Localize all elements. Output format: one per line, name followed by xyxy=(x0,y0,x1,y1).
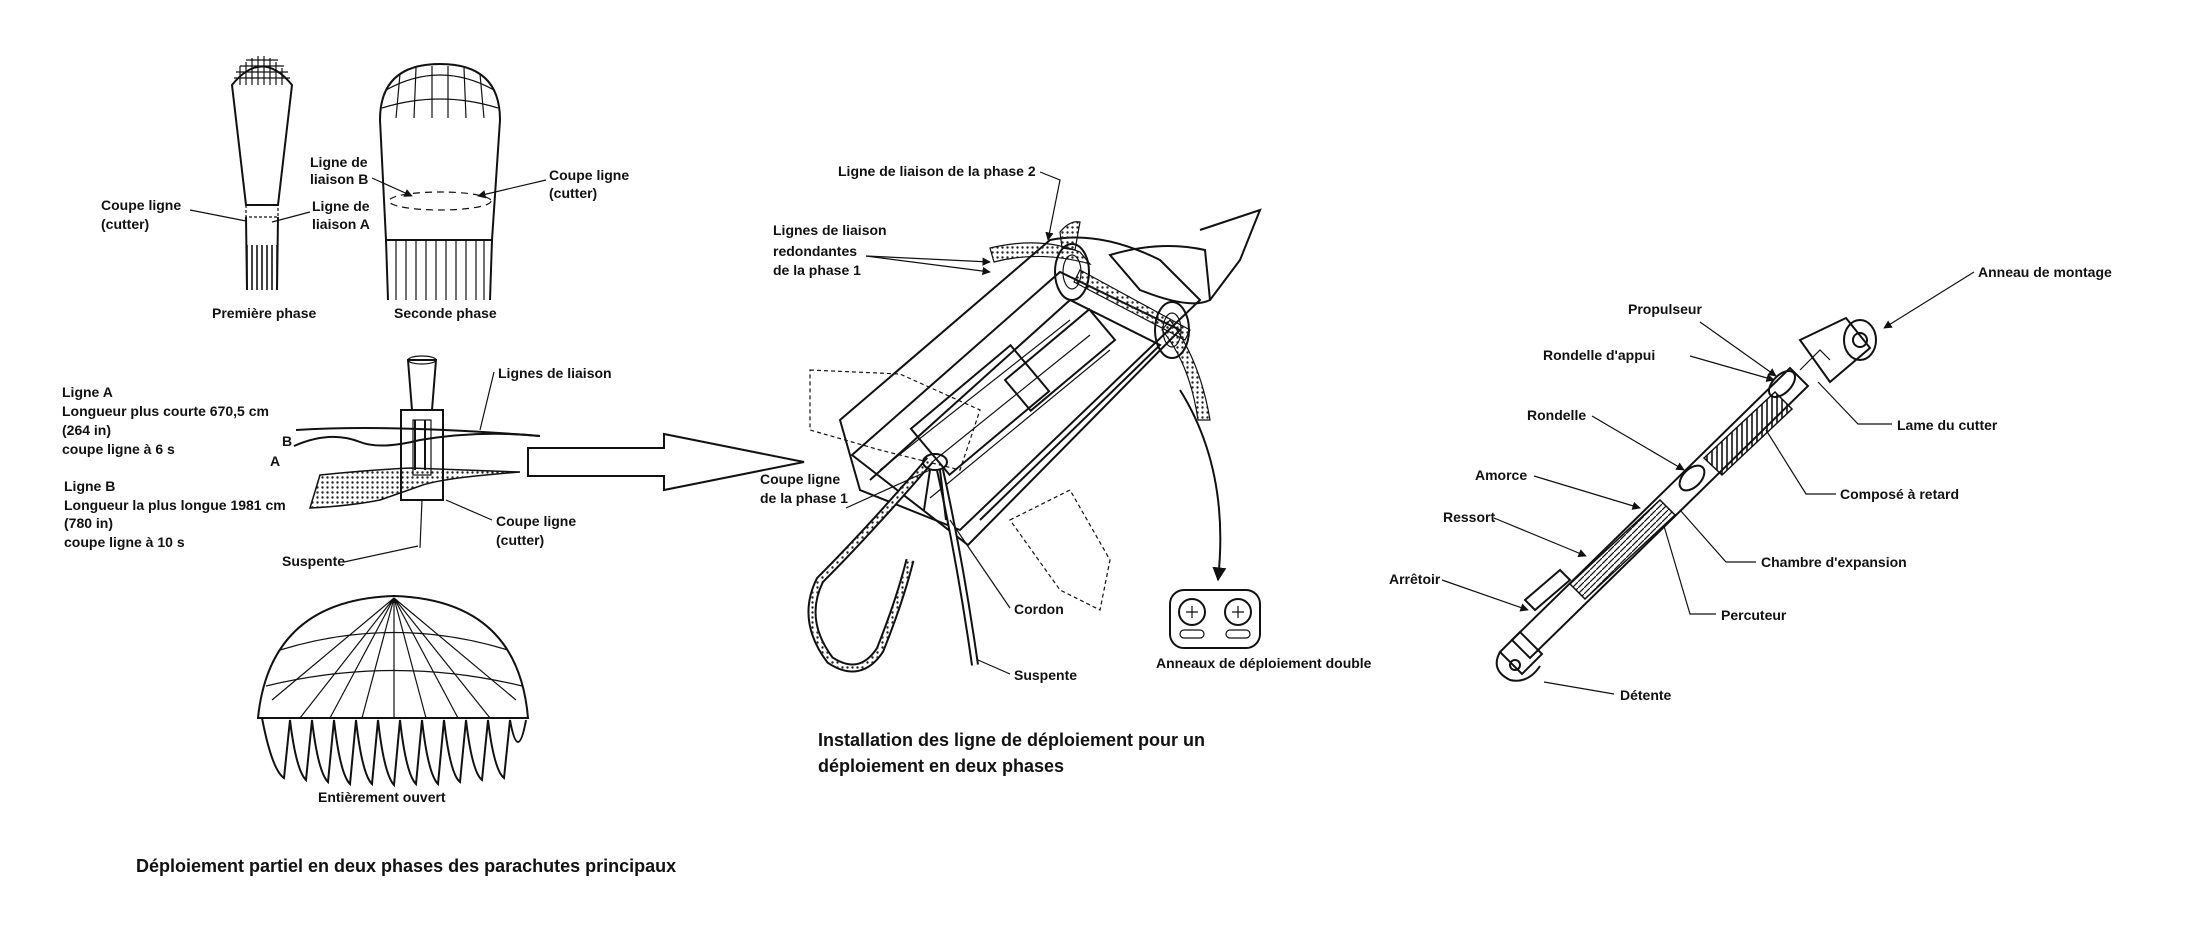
suspente-middle-leader xyxy=(977,659,1011,675)
liaison-lines-label: Lignes de liaison xyxy=(498,365,612,381)
mounting-ring-leader xyxy=(1883,271,1975,329)
line-a-desc-4: coupe ligne à 6 s xyxy=(62,441,175,457)
phase1-caption: Première phase xyxy=(212,305,316,321)
marker-b: B xyxy=(282,433,292,449)
cutter-center-label-2: (cutter) xyxy=(496,532,544,548)
support-washer-leader xyxy=(1689,355,1775,382)
trigger-label: Détente xyxy=(1620,687,1672,703)
cutter-center-label: Coupe ligne xyxy=(496,513,576,529)
cutter-phase1-label-2: de la phase 1 xyxy=(760,490,848,506)
line-a-desc-2: Longueur plus courte 670,5 cm xyxy=(62,403,269,419)
line-b-desc-4: coupe ligne à 10 s xyxy=(64,534,185,550)
line-b-desc-2: Longueur la plus longue 1981 cm xyxy=(64,497,286,513)
cutter-left-label: Coupe ligne xyxy=(101,197,181,213)
redundant-lines-leader-2 xyxy=(865,255,991,276)
firing-pin-leader xyxy=(1663,525,1716,615)
support-washer-label: Rondelle d'appui xyxy=(1543,347,1655,363)
cutter-blade-label: Lame du cutter xyxy=(1897,417,1998,433)
cutter-right-leader xyxy=(477,179,547,199)
propellant-label: Propulseur xyxy=(1628,301,1702,317)
left-panel-title: Déploiement partiel en deux phases des p… xyxy=(136,856,676,876)
cord-label: Cordon xyxy=(1014,601,1064,617)
cutter-center-leader xyxy=(445,499,493,521)
transition-arrow xyxy=(527,432,805,492)
suspente-middle-label: Suspente xyxy=(1014,667,1077,683)
deployment-bag-drawing xyxy=(807,208,1262,673)
cutter-right-label: Coupe ligne xyxy=(549,167,629,183)
middle-caption-1: Installation des ligne de déploiement po… xyxy=(818,730,1205,750)
liaison-lines-leader xyxy=(479,371,495,431)
cutter-phase1-label-1: Coupe ligne xyxy=(760,471,840,487)
line-a-desc-3: (264 in) xyxy=(62,422,111,438)
cutter-left-leader xyxy=(189,209,247,222)
redundant-lines-label-3: de la phase 1 xyxy=(773,262,861,278)
line-cutter-drawing xyxy=(1495,316,1877,682)
cutter-left-label-2: (cutter) xyxy=(101,216,149,232)
line-a-desc-1: Ligne A xyxy=(62,384,113,400)
phase1-parachute-drawing xyxy=(230,56,294,291)
cutter-phase1-leader xyxy=(845,469,931,509)
primer-label: Amorce xyxy=(1475,467,1527,483)
firing-pin-label: Percuteur xyxy=(1721,607,1787,623)
line-b-label: Ligne de xyxy=(310,154,368,170)
washer-leader xyxy=(1591,415,1685,471)
cutter-right-label-2: (cutter) xyxy=(549,185,597,201)
expansion-chamber-label: Chambre d'expansion xyxy=(1761,554,1907,570)
cutter-closeup-drawing xyxy=(293,355,541,549)
line-a-label-2: liaison A xyxy=(312,216,370,232)
line-b-leader xyxy=(371,177,413,197)
expansion-chamber-leader xyxy=(1679,509,1756,563)
full-canopy-drawing xyxy=(256,594,530,788)
line-b-desc-3: (780 in) xyxy=(64,515,113,531)
cord-leader xyxy=(949,519,1011,609)
marker-a: A xyxy=(270,453,280,469)
middle-caption-2: déploiement en deux phases xyxy=(818,756,1064,776)
full-open-caption: Entièrement ouvert xyxy=(318,789,446,805)
phase2-line-label: Ligne de liaison de la phase 2 xyxy=(838,163,1036,179)
propellant-leader xyxy=(1699,321,1777,377)
washer-label: Rondelle xyxy=(1527,407,1586,423)
phase2-parachute-drawing xyxy=(378,62,502,301)
double-rings-label: Anneaux de déploiement double xyxy=(1156,655,1372,671)
delay-compound-label: Composé à retard xyxy=(1840,486,1959,502)
redundant-lines-label-1: Lignes de liaison xyxy=(773,222,887,238)
spring-leader xyxy=(1493,517,1587,557)
primer-leader xyxy=(1533,475,1641,510)
cutter-blade-leader xyxy=(1817,381,1892,425)
trigger-leader xyxy=(1543,681,1615,695)
phase2-line-leader xyxy=(1039,171,1061,241)
stop-leader xyxy=(1441,579,1529,612)
line-a-label: Ligne de xyxy=(312,198,370,214)
redundant-lines-leader-1 xyxy=(865,255,991,266)
phase2-caption: Seconde phase xyxy=(394,305,497,321)
line-b-label-2: liaison B xyxy=(310,171,368,187)
redundant-lines-label-2: redondantes xyxy=(773,243,857,259)
line-a-leader xyxy=(271,211,311,223)
mounting-ring-label: Anneau de montage xyxy=(1978,264,2112,280)
suspente-left-label: Suspente xyxy=(282,553,345,569)
suspente-left-leader xyxy=(343,545,419,563)
line-b-desc-1: Ligne B xyxy=(64,478,115,494)
spring-label: Ressort xyxy=(1443,509,1495,525)
stop-label: Arrêtoir xyxy=(1389,571,1441,587)
delay-compound-leader xyxy=(1765,429,1836,495)
